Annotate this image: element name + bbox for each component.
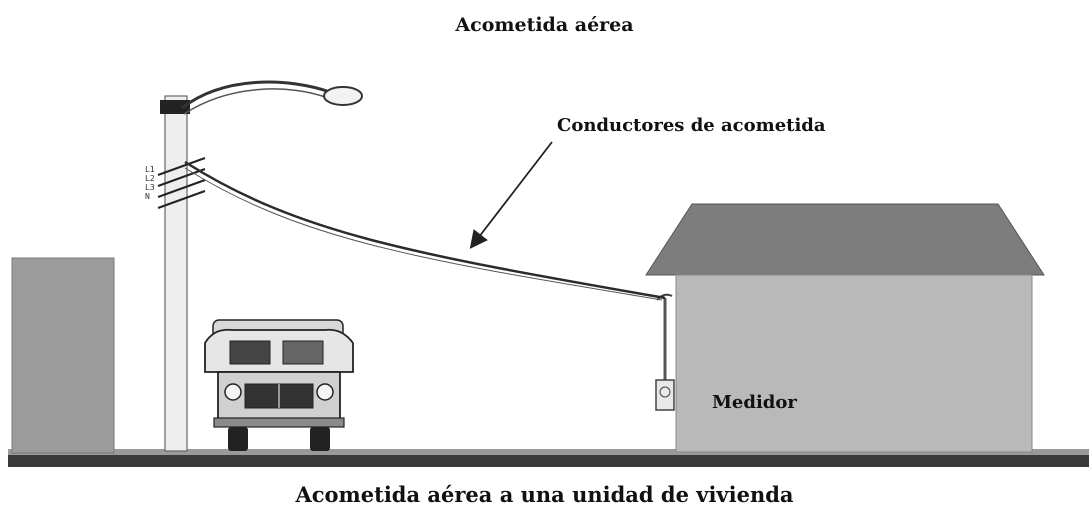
meter-box: [655, 379, 675, 411]
phase-mark: L2: [145, 174, 155, 183]
phase-mark: L1: [145, 165, 155, 174]
house-wall: [675, 274, 1033, 453]
pole-wire-1: [157, 157, 206, 176]
diagram-title: Acometida aérea: [455, 14, 634, 36]
meter-label: Medidor: [712, 392, 797, 413]
pole-wire-3: [157, 179, 206, 198]
phase-mark: L3: [145, 183, 155, 192]
meter-dial: [659, 386, 671, 398]
pole-wire-2: [157, 168, 206, 187]
left-building: [11, 257, 115, 454]
truck-wheel-right: [310, 427, 330, 451]
utility-pole: [157, 80, 363, 452]
truck-headlight-right: [316, 383, 334, 401]
pole-shaft: [164, 95, 188, 452]
figure-caption: Acometida aérea a una unidad de vivienda: [295, 482, 794, 507]
truck-windshield-left: [229, 340, 271, 365]
conductors-label: Conductores de acometida: [557, 115, 826, 136]
truck-wheel-left: [228, 427, 248, 451]
ground-strip: [8, 455, 1089, 467]
conductors-arrow: [469, 141, 553, 249]
streetlight-lamp: [323, 86, 363, 106]
truck-headlight-left: [224, 383, 242, 401]
phase-mark: N: [145, 192, 150, 201]
streetlight-arm: [181, 80, 331, 110]
truck: [204, 319, 354, 451]
streetlight-arm-inner: [183, 88, 329, 115]
house-roof: [645, 203, 1045, 276]
ground-strip-shade: [8, 449, 1089, 455]
service-conductors-2: [184, 167, 663, 301]
truck-windshield-right: [282, 340, 324, 365]
pole-collar: [160, 100, 190, 114]
service-conductors: [184, 160, 666, 300]
truck-cab: [204, 328, 354, 373]
service-weatherhead: [656, 293, 673, 301]
pole-phase-marks: L1 L2 L3 N: [145, 165, 155, 201]
house: [645, 203, 1045, 453]
truck-bumper: [213, 417, 345, 428]
pole-wire-4: [157, 190, 206, 209]
